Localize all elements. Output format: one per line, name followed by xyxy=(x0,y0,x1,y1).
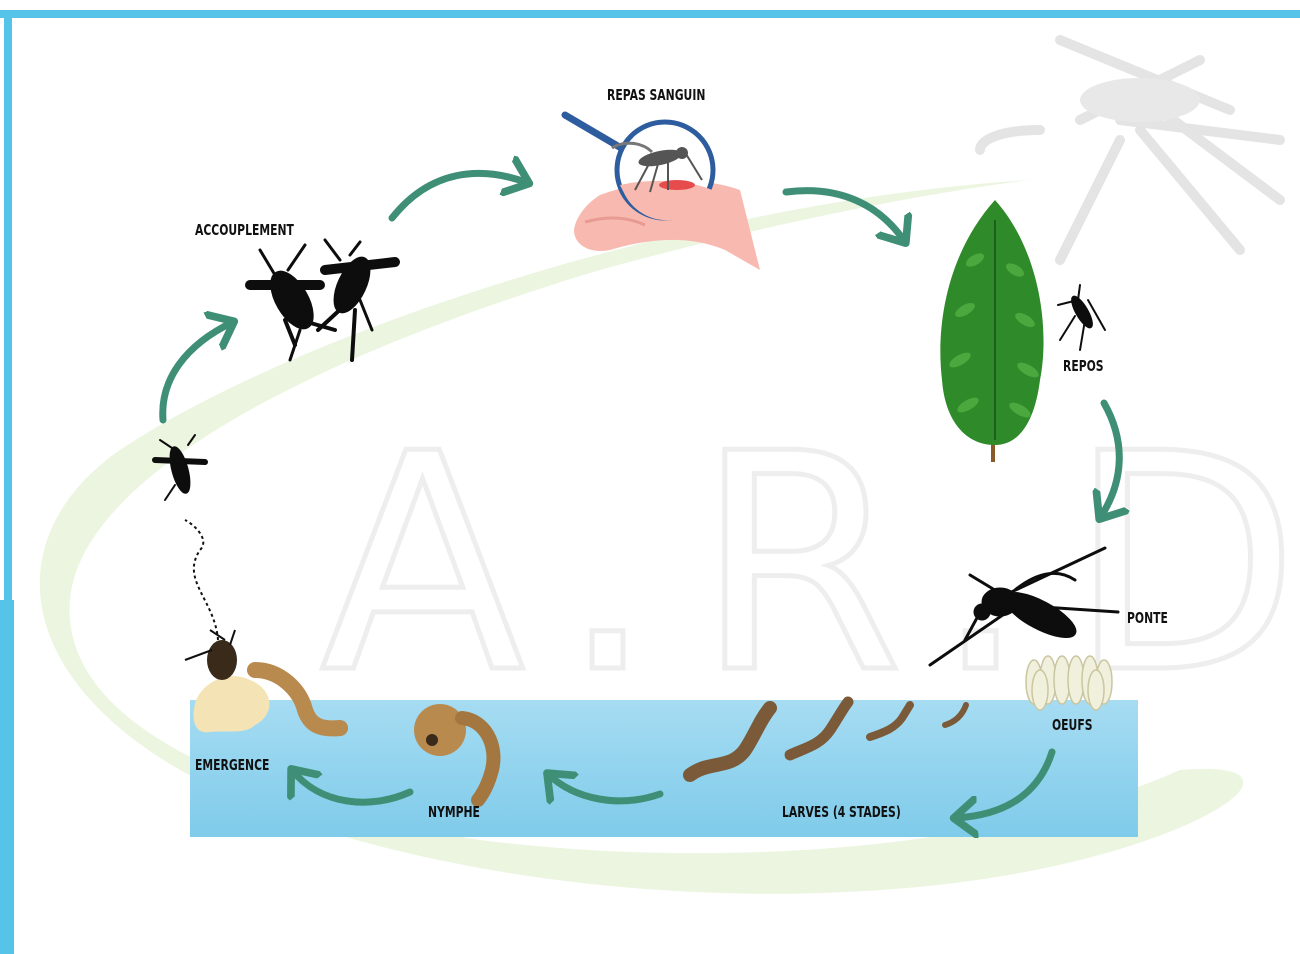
label-rest: REPOS xyxy=(1063,357,1104,375)
arrow-to-blood-meal xyxy=(392,173,528,218)
label-mating: ACCOUPLEMENT xyxy=(195,221,294,239)
watermark-mosquito xyxy=(980,40,1280,260)
label-laying: PONTE xyxy=(1127,609,1168,627)
label-pupa: NYMPHE xyxy=(428,803,480,821)
label-larvae: LARVES (4 STADES) xyxy=(782,803,901,821)
resting-mosquito-icon xyxy=(1058,285,1105,350)
watermark-letters: A.R.D xyxy=(320,390,1300,739)
magnifier-handle xyxy=(565,115,628,152)
label-emergence: EMERGENCE xyxy=(195,756,269,774)
label-blood-meal: REPAS SANGUIN xyxy=(607,86,705,104)
label-eggs: OEUFS xyxy=(1052,716,1092,734)
